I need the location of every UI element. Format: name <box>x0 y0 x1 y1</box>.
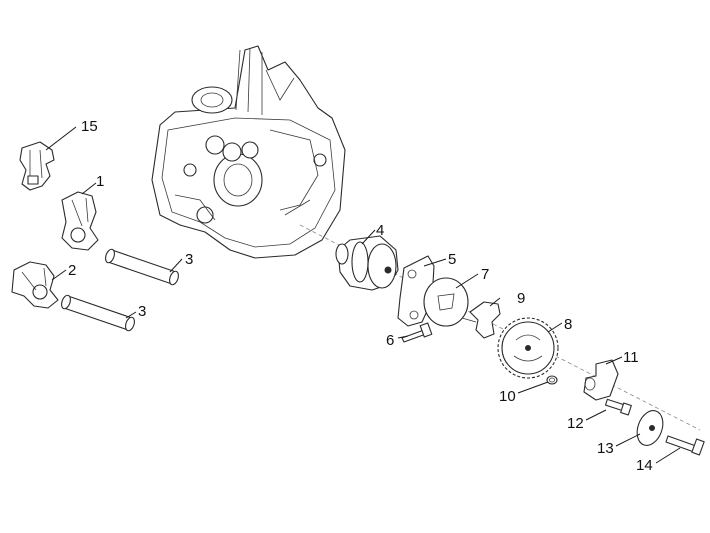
part-14-long-bolt <box>665 435 705 456</box>
part-10-spring <box>546 375 558 385</box>
part-8-camshaft-sprocket <box>497 317 559 379</box>
part-7-decompressor-plate <box>423 277 469 327</box>
part-6-screw <box>401 322 433 343</box>
label-part-3-upper: 3 <box>185 251 193 268</box>
label-part-14: 14 <box>636 457 653 474</box>
label-part-6: 6 <box>386 332 394 349</box>
label-part-8: 8 <box>564 316 572 333</box>
label-part-10: 10 <box>499 388 516 405</box>
part-2-rocker-arm <box>11 261 59 309</box>
part-15-bracket <box>19 141 55 191</box>
label-part-13: 13 <box>597 440 614 457</box>
label-part-5: 5 <box>448 251 456 268</box>
part-4-camshaft <box>335 235 399 291</box>
part-3-rocker-shaft-upper <box>105 248 179 286</box>
part-3-rocker-shaft-lower <box>61 294 135 332</box>
camshaft-axis-line <box>299 224 701 431</box>
part-11-bracket <box>583 359 619 401</box>
part-labels: 15 1 3 2 3 4 5 7 6 9 8 11 10 12 13 14 <box>68 118 653 474</box>
cylinder-head <box>151 45 346 259</box>
leader-lines <box>45 126 681 464</box>
part-9-decompressor-weight <box>461 301 501 339</box>
part-12-bolt <box>604 398 632 416</box>
label-part-12: 12 <box>567 415 584 432</box>
label-part-9: 9 <box>517 290 525 307</box>
label-part-4: 4 <box>376 222 384 239</box>
part-13-washer <box>636 410 664 446</box>
label-part-7: 7 <box>481 266 489 283</box>
label-part-11: 11 <box>623 349 639 366</box>
part-1-rocker-arm <box>61 191 99 251</box>
label-part-15: 15 <box>81 118 98 135</box>
label-part-1: 1 <box>96 173 104 190</box>
label-part-2: 2 <box>68 262 76 279</box>
label-part-3-lower: 3 <box>138 303 146 320</box>
